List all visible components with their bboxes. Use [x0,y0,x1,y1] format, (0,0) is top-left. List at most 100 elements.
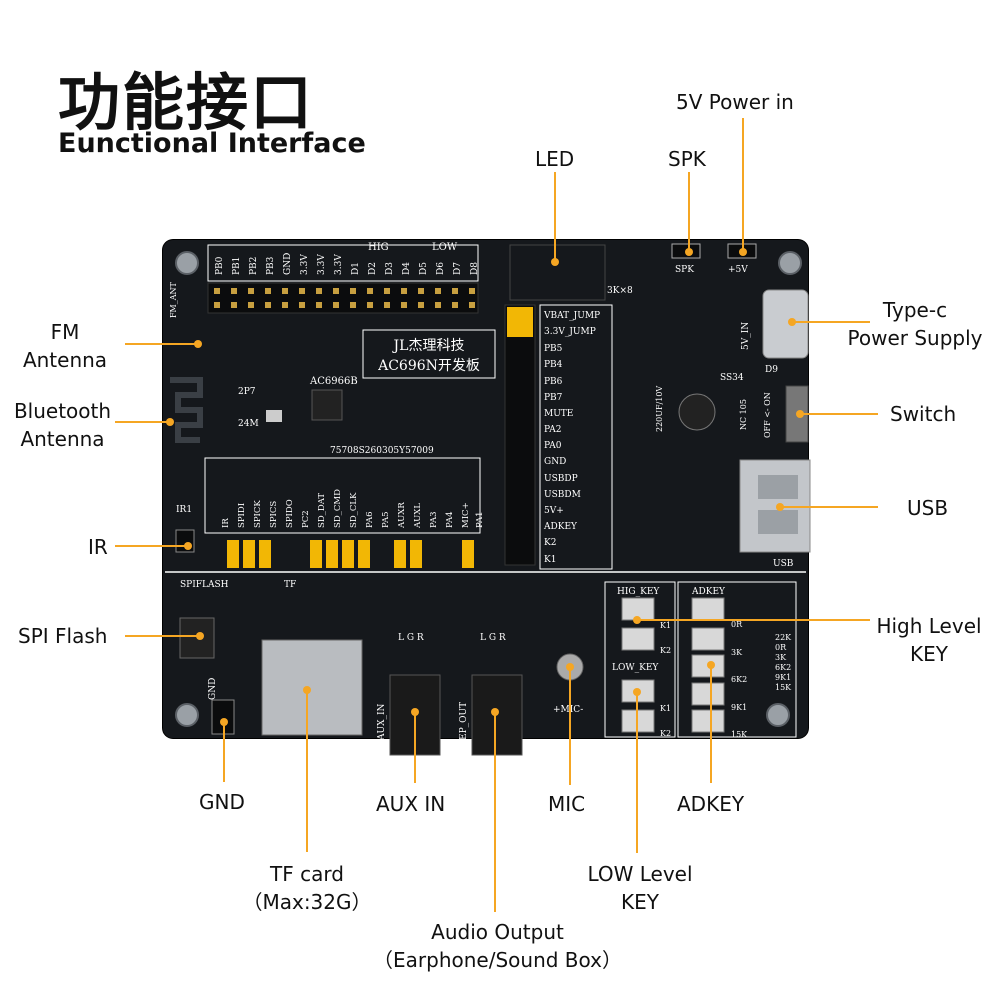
audio-out-jack: EP_OUT L G R [459,633,523,756]
aux-in-jack: AUX_IN L G R [377,633,441,756]
pin-label: PA2 [544,425,561,435]
pin-label: SPICK [253,500,263,528]
mounting-holes [175,251,802,727]
svg-text:0R: 0R [775,643,787,652]
fm-ant-silk: FM_ANT [169,281,178,318]
svg-text:NC 105: NC 105 [739,399,748,430]
page-title-english: Eunctional Interface [58,128,366,159]
right-pin-block [504,304,613,570]
label-tf-line1: TF card [270,862,344,886]
pin-label: SPIDO [285,499,295,528]
label-audio-output: Audio Output （Earphone/Sound Box） [355,918,640,974]
svg-text:LOW_KEY: LOW_KEY [612,663,659,673]
pin-label: SPICS [269,501,279,528]
led-row: 3K×8 [509,244,633,301]
svg-text:+MIC-: +MIC- [553,705,583,715]
chip-text: AC6966B [309,376,358,387]
svg-text:6K2: 6K2 [775,663,791,672]
pin-label: D1 [351,262,361,275]
pin-label: MUTE [544,409,573,419]
pin-label: 3.3V [300,254,310,275]
label-high-key: High Level KEY [868,612,990,668]
label-tf-line2: （Max:32G） [242,890,372,914]
label-5v-power: 5V Power in [676,90,794,114]
svg-text:SPK: SPK [675,265,694,275]
pin-label: SD_CLK [349,492,359,528]
pin-label: AUXR [397,502,407,529]
pin-label: SPIDI [237,503,247,528]
svg-text:3K: 3K [731,648,743,657]
pin-label: SD_DAT [317,493,327,528]
label-typec: Type-c Power Supply [838,296,992,352]
svg-text:L G R: L G R [398,633,424,643]
svg-text:K1: K1 [660,704,671,713]
label-gnd: GND [199,790,245,814]
hig-label: HIG [368,242,389,253]
svg-text:USB: USB [773,559,794,569]
pin-label: PB7 [544,393,563,403]
svg-text:K2: K2 [660,646,671,655]
serial-text: 75708S260305Y57009 [330,446,434,456]
svg-text:ADKEY: ADKEY [691,587,726,597]
label-adkey: ADKEY [677,792,745,816]
pin-label: USBDM [544,490,581,500]
pin-label: D5 [419,262,429,275]
callout-lines [115,118,878,912]
label-fm-antenna: FM Antenna [15,318,115,374]
svg-text:K2: K2 [660,729,671,738]
pin-label: VBAT_JUMP [543,311,600,321]
label-low-key-line1: LOW Level [587,862,693,886]
usb-a-port: USB [739,459,811,569]
label-typec-line2: Power Supply [847,326,983,350]
svg-text:OFF <- ON: OFF <- ON [763,392,772,438]
label-spi-flash: SPI Flash [18,624,108,648]
top-pin-labels: PB0 PB1 PB2 PB3 GND 3.3V 3.3V 3.3V D1 D2… [169,242,480,318]
pin-label: AUXL [413,503,423,529]
pin-label: PA3 [429,512,439,529]
label-switch: Switch [890,402,957,426]
pin-label: IR [221,518,231,528]
svg-text:HIG_KEY: HIG_KEY [617,587,660,597]
svg-text:220UF/10V: 220UF/10V [655,386,664,432]
label-bt-line2: Antenna [20,427,105,451]
svg-text:9K1: 9K1 [775,673,791,682]
label-high-key-line2: KEY [910,642,948,666]
svg-text:TF: TF [284,580,296,590]
pin-label: 3.3V [317,254,327,275]
tf-card-slot: TF [261,580,363,736]
p2p7-text: 2P7 [238,387,256,397]
pin-label: USBDP [544,474,578,484]
brand-box: JL杰理科技 AC696N开发板 AC6966B 75708S260305Y57… [238,329,496,456]
pin-label: PA5 [381,512,391,529]
pin-label: PB5 [544,344,563,354]
svg-text:0R: 0R [731,620,743,629]
pin-label: D4 [402,262,412,275]
pin-label: MIC+ [461,502,471,528]
pin-label: PB2 [249,257,259,275]
label-typec-line1: Type-c [882,298,948,322]
pin-label: D8 [470,262,480,275]
pin-label: D7 [453,262,463,275]
top-pin-header [207,244,479,314]
label-low-key-line2: KEY [621,890,659,914]
spk-connector: SPK [671,243,701,275]
key-panel: HIG_KEY LOW_KEY ADKEY K1 K2 K1 K2 0R 3K … [604,581,797,739]
model-text: AC696N开发板 [377,358,480,374]
svg-text:22K: 22K [775,633,792,642]
pin-label: D3 [385,262,395,275]
pin-label: PB4 [544,360,563,370]
pin-label: K1 [544,555,556,565]
label-high-key-line1: High Level [876,614,982,638]
label-bt-line1: Bluetooth [13,399,112,423]
typec-connector: 5V_IN D9 SS34 [720,289,809,383]
pin-label: D2 [368,262,378,275]
pin-label: 5V+ [544,506,564,516]
pin-label: GND [544,457,566,467]
pin-label: GND [283,253,293,275]
svg-text:GND: GND [208,678,218,700]
svg-text:15K: 15K [731,730,748,739]
svg-text:AUX_IN: AUX_IN [377,703,387,741]
pin-label: PA6 [365,512,375,529]
label-bluetooth-antenna: Bluetooth Antenna [5,397,120,453]
